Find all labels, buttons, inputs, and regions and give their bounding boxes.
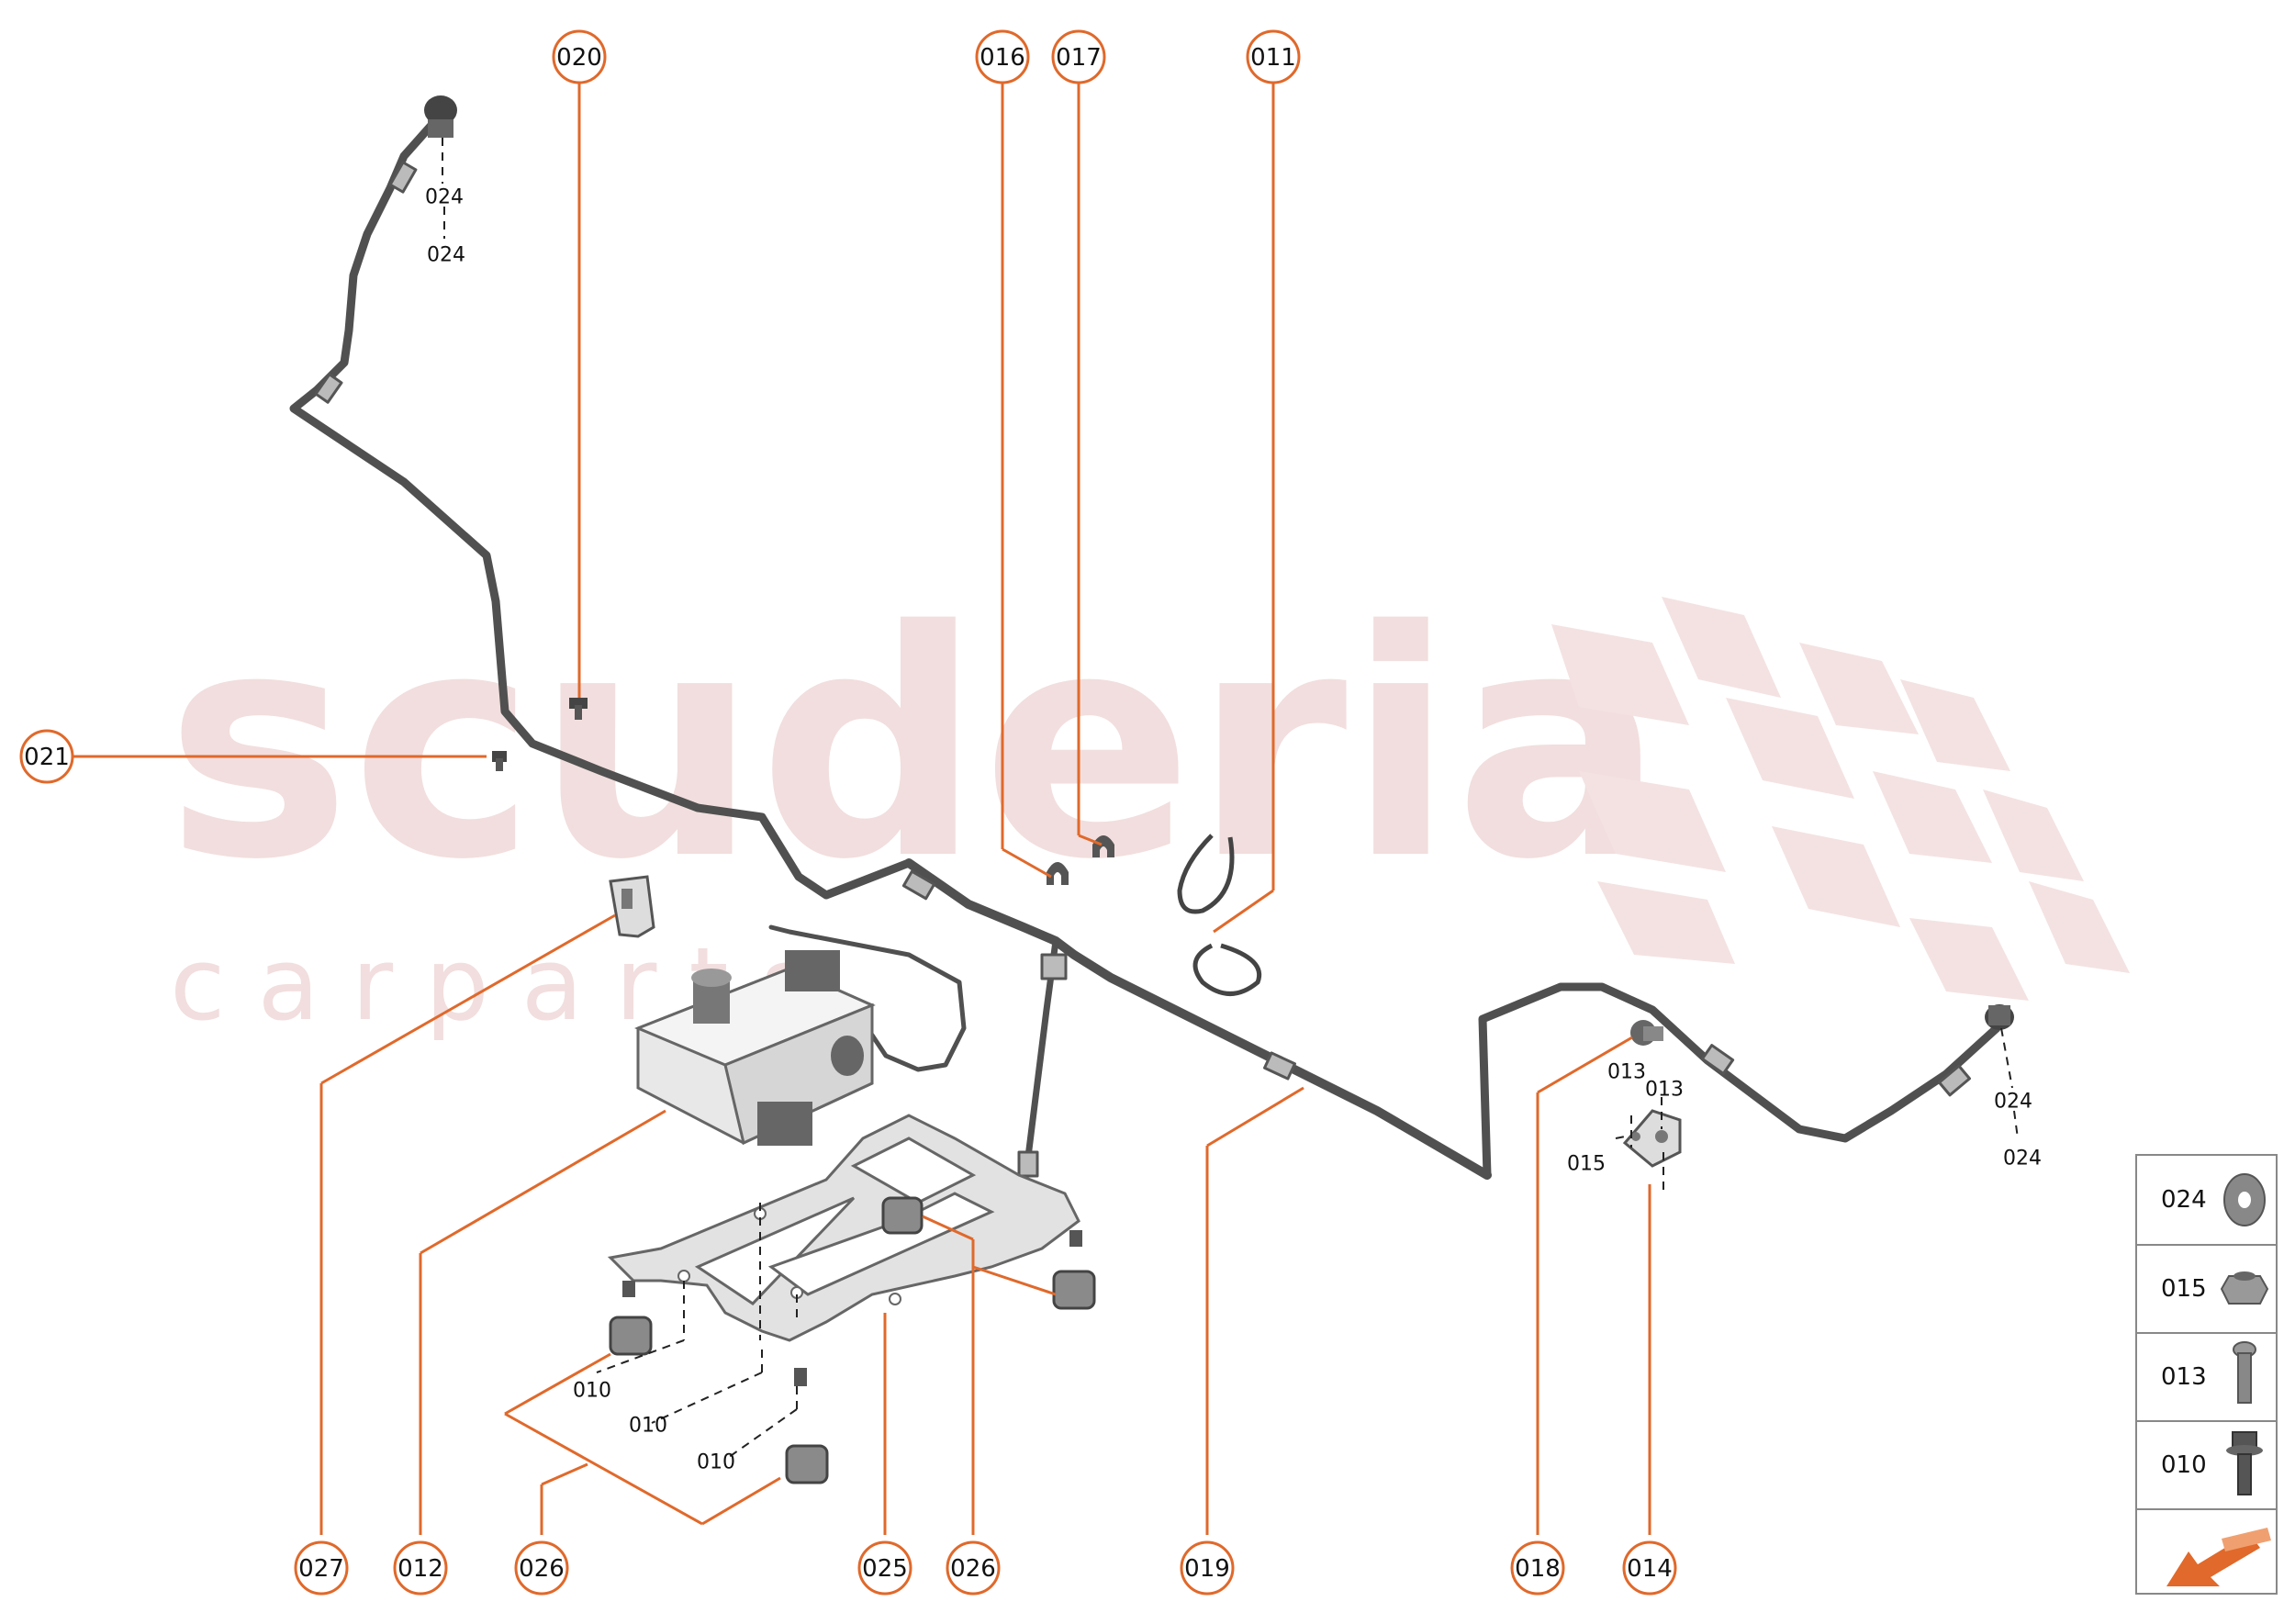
clip-020 — [569, 698, 588, 720]
pipe-clip-017 — [1092, 835, 1114, 857]
bracket-025 — [607, 1114, 1082, 1386]
plate-014 — [1622, 1109, 1682, 1168]
legend-row-013: 013 — [2161, 1341, 2256, 1404]
part-label-010: 010 — [697, 1451, 735, 1474]
callout-014-label: 014 — [1627, 1555, 1673, 1583]
part-label-024: 024 — [1994, 1091, 2032, 1114]
callout-021[interactable]: 021 — [19, 729, 74, 784]
callout-014[interactable]: 014 — [1622, 1540, 1677, 1596]
callout-025[interactable]: 025 — [857, 1540, 912, 1596]
part-label-010: 010 — [629, 1415, 667, 1438]
watermark: scuderia c a r p a r t s — [165, 565, 2130, 1043]
callout-018[interactable]: 018 — [1510, 1540, 1565, 1596]
pipe-clip-016 — [1047, 862, 1069, 885]
cable-tie-011 — [1177, 834, 1261, 996]
callouts: 020 016 017 011 021 027 012 026 025 026 … — [19, 29, 1677, 1596]
legend-row-010: 010 — [2161, 1431, 2263, 1495]
hex-nut-icon — [2220, 1271, 2269, 1305]
connector-027 — [609, 875, 655, 938]
callout-016[interactable]: 016 — [975, 29, 1030, 84]
part-label-024: 024 — [427, 244, 465, 267]
brake-pipes — [289, 110, 2001, 1180]
callout-020-label: 020 — [556, 44, 602, 72]
callout-026-left[interactable]: 026 — [514, 1540, 569, 1596]
pipe-right — [1478, 982, 2001, 1180]
callout-026-left-label: 026 — [519, 1555, 565, 1583]
callout-019[interactable]: 019 — [1180, 1540, 1235, 1596]
callout-012[interactable]: 012 — [393, 1540, 448, 1596]
legend-code: 010 — [2161, 1451, 2207, 1479]
callout-016-label: 016 — [980, 44, 1025, 72]
callout-018-label: 018 — [1515, 1555, 1561, 1583]
rubber-mounts-026 — [609, 1196, 1096, 1484]
callout-026-right-label: 026 — [950, 1555, 996, 1583]
part-label-013: 013 — [1645, 1079, 1684, 1102]
part-label-010: 010 — [573, 1380, 611, 1403]
callout-027[interactable]: 027 — [294, 1540, 349, 1596]
callout-012-label: 012 — [397, 1555, 443, 1583]
part-label-024: 024 — [2003, 1148, 2042, 1170]
bolt-icon — [2233, 1341, 2256, 1404]
fastener-legend: 024 015 013 010 — [2135, 1154, 2278, 1595]
bolt-018 — [1630, 1020, 1663, 1046]
legend-code: 024 — [2161, 1186, 2207, 1214]
legend-code: 015 — [2161, 1275, 2207, 1303]
flange-bolt-icon — [2226, 1431, 2263, 1495]
callout-020[interactable]: 020 — [552, 29, 607, 84]
abs-module-012 — [634, 950, 876, 1146]
callout-021-label: 021 — [24, 744, 70, 771]
callout-019-label: 019 — [1184, 1555, 1230, 1583]
part-labels: 024 024 024 024 013 013 015 010 010 010 — [425, 186, 2042, 1474]
checkered-flag-icon — [1551, 597, 2130, 1001]
callout-011-label: 011 — [1250, 44, 1296, 72]
pipe-centre — [904, 858, 1492, 1180]
legend-row-015: 015 — [2161, 1271, 2269, 1305]
banjo-fitting-top — [424, 95, 457, 138]
leader-lines — [69, 78, 1651, 1535]
part-label-013: 013 — [1607, 1061, 1646, 1084]
direction-arrow-icon[interactable] — [2166, 1528, 2271, 1586]
part-label-024: 024 — [425, 186, 464, 209]
wire-loop — [768, 924, 967, 1072]
callout-017-label: 017 — [1056, 44, 1102, 72]
clip-021 — [492, 751, 507, 771]
callout-026-right[interactable]: 026 — [946, 1540, 1001, 1596]
legend-row-024: 024 — [2161, 1173, 2266, 1226]
part-label-015: 015 — [1567, 1153, 1606, 1176]
washer-icon — [2223, 1173, 2266, 1226]
callout-011[interactable]: 011 — [1246, 29, 1301, 84]
pipe-left — [289, 110, 913, 900]
legend-code: 013 — [2161, 1363, 2207, 1391]
callout-025-label: 025 — [862, 1555, 908, 1583]
dashed-guides — [442, 138, 2019, 1461]
callout-017[interactable]: 017 — [1051, 29, 1106, 84]
banjo-fitting-right — [1985, 1004, 2014, 1030]
callout-027-label: 027 — [298, 1555, 344, 1583]
